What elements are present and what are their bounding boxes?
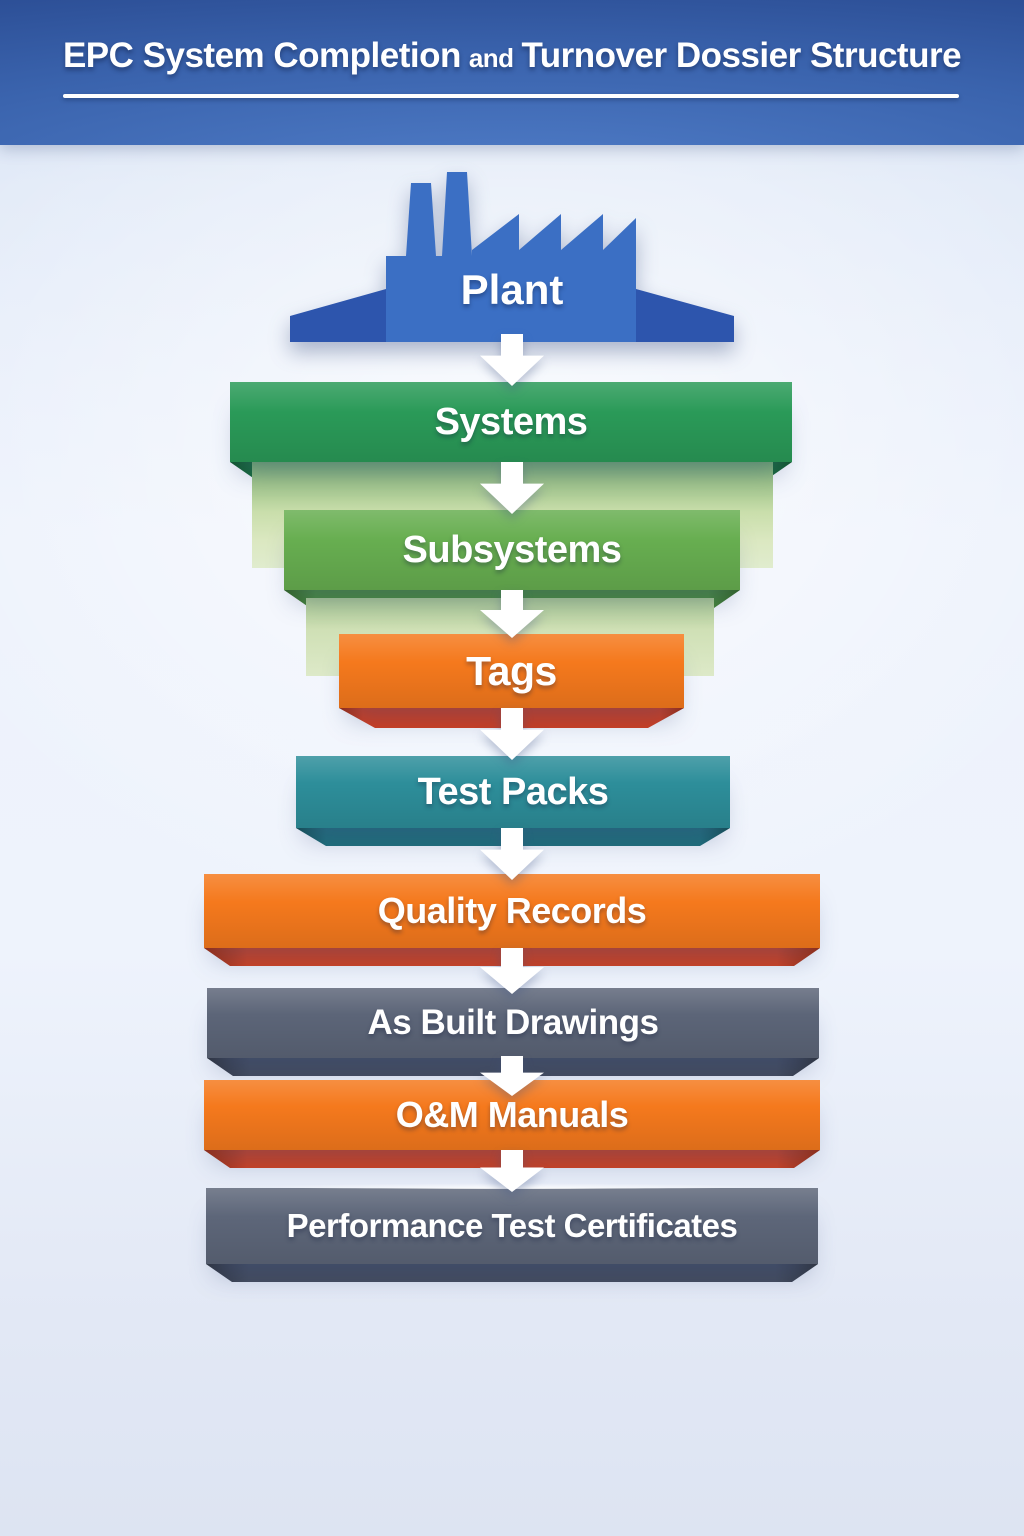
down-arrow-icon — [480, 1056, 544, 1096]
flow-step-systems: Systems — [230, 382, 792, 480]
flow-step-tags: Tags — [339, 634, 684, 728]
flow-step-as-built-drawings: As Built Drawings — [207, 988, 819, 1076]
page-title: EPC System Completion and Turnover Dossi… — [0, 36, 1024, 76]
factory-icon — [290, 170, 734, 345]
flow-step-test-packs: Test Packs — [296, 756, 730, 846]
flow-step-plant-label: Plant — [460, 266, 564, 313]
down-arrow-icon — [480, 462, 544, 514]
flow-step-label: Test Packs — [417, 770, 609, 813]
down-arrow-icon — [480, 828, 544, 880]
bar-face: As Built Drawings — [207, 988, 819, 1058]
flow-step-quality-records: Quality Records — [204, 874, 820, 966]
header-banner: EPC System Completion and Turnover Dossi… — [0, 0, 1024, 145]
title-segment-and: and — [468, 43, 514, 73]
bar-face: Performance Test Certificates — [206, 1183, 818, 1264]
flow-step-performance-test-certificates: Performance Test Certificates — [206, 1183, 818, 1282]
bar-face: Tags — [339, 634, 684, 708]
bar-face: Subsystems — [284, 510, 740, 590]
flow-step-label: Quality Records — [377, 890, 647, 931]
flow-step-label: Systems — [434, 400, 588, 443]
down-arrow-icon — [480, 708, 544, 760]
bar-face: Test Packs — [296, 756, 730, 828]
flow-step-label: Performance Test Certificates — [286, 1207, 738, 1244]
title-underline — [63, 94, 959, 98]
down-arrow-icon — [480, 334, 544, 386]
flow-step-label: Tags — [466, 647, 557, 694]
bar-face: Systems — [230, 382, 792, 462]
title-segment: Turnover Dossier Structure — [521, 36, 962, 75]
down-arrow-icon — [480, 1150, 544, 1192]
flow-step-label: O&M Manuals — [395, 1094, 629, 1135]
bar-3d-edge — [206, 1264, 818, 1282]
flow-step-label: Subsystems — [402, 528, 622, 571]
down-arrow-icon — [480, 948, 544, 994]
bar-face: Quality Records — [204, 874, 820, 948]
down-arrow-icon — [480, 590, 544, 638]
title-segment: EPC System Completion — [62, 36, 461, 75]
flow-step-label: As Built Drawings — [367, 1003, 659, 1042]
